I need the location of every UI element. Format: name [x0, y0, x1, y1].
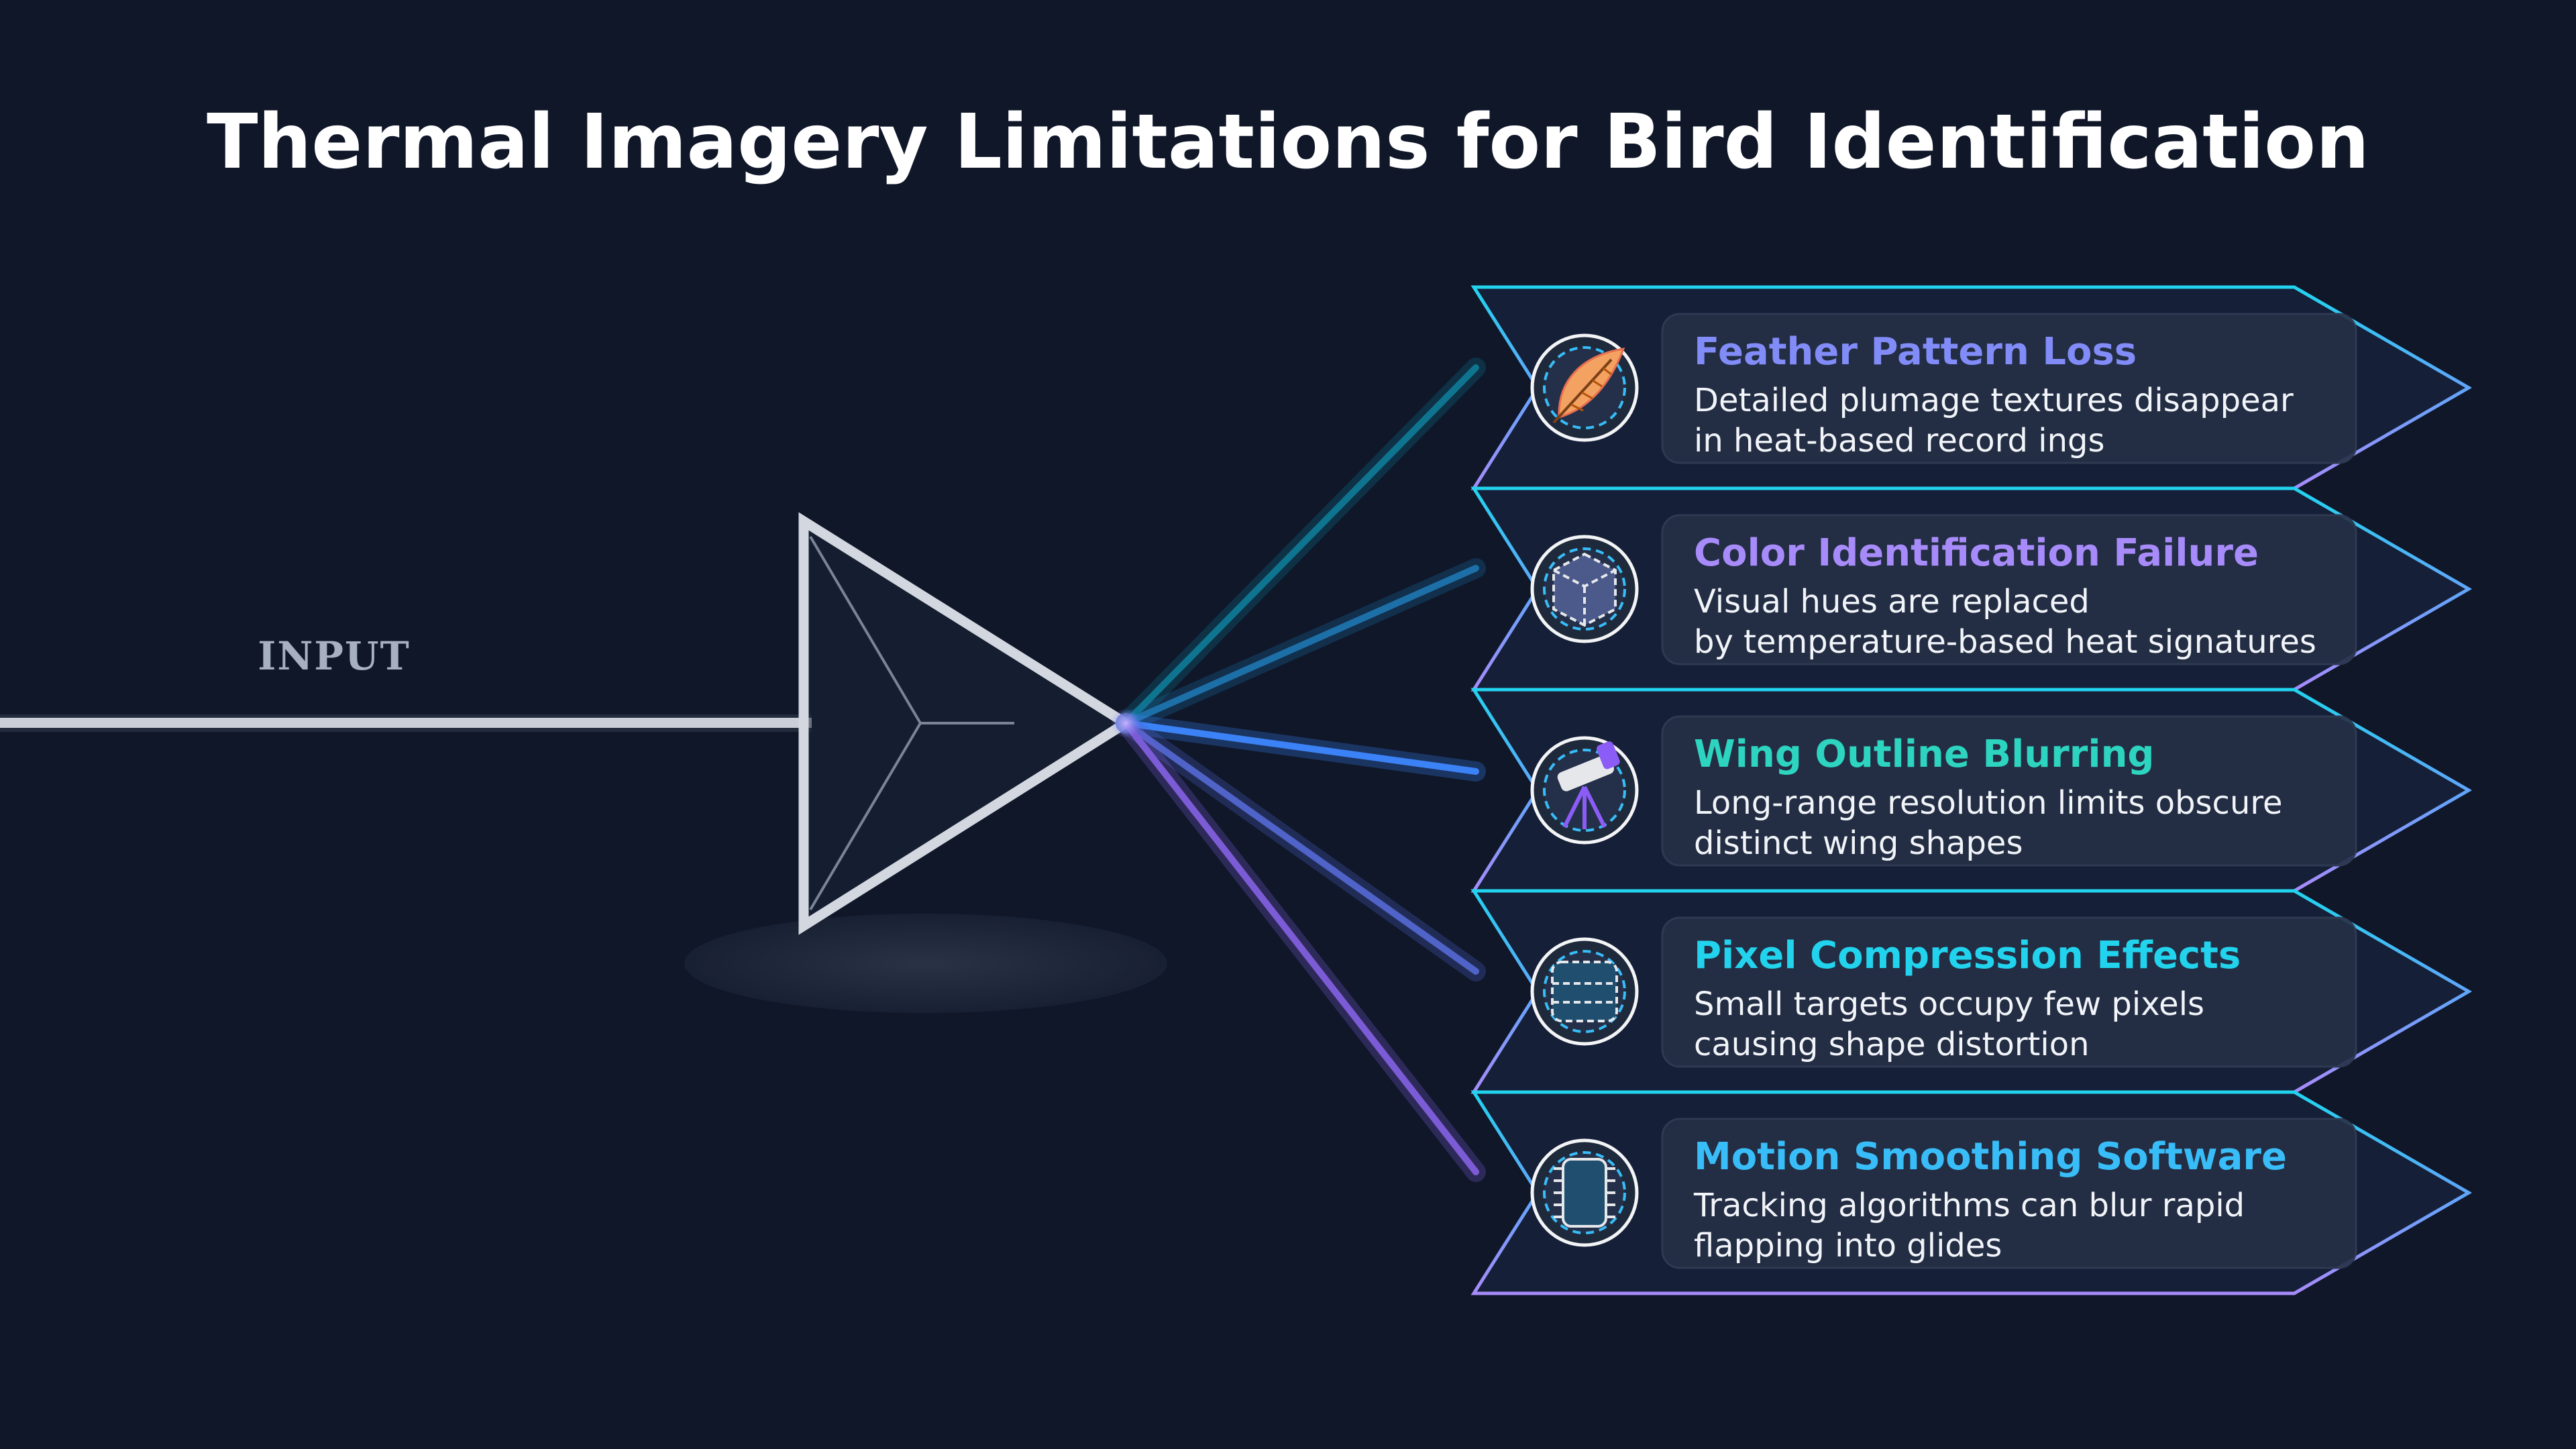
ray-5	[1122, 720, 1479, 1175]
card-description-line-2: in heat-based record ings	[1694, 422, 2105, 460]
card-title: Pixel Compression Effects	[1694, 934, 2241, 977]
card-title: Wing Outline Blurring	[1694, 733, 2155, 776]
card-description-line-1: Tracking algorithms can blur rapid	[1693, 1187, 2245, 1224]
grid-icon	[1530, 937, 1639, 1046]
input-beam	[0, 718, 812, 728]
card-text-panel	[1661, 313, 2357, 464]
card-text-panel	[1661, 1118, 2357, 1269]
cube-icon	[1530, 535, 1639, 643]
prism-focal-point	[1111, 708, 1140, 738]
ray-1	[1122, 364, 1479, 727]
card-description-line-1: Small targets occupy few pixels	[1694, 985, 2204, 1023]
card-description-line-1: Long-range resolution limits obscure	[1694, 784, 2283, 822]
card-description-line-2: by temperature-based heat signatures	[1694, 623, 2316, 661]
ray-2	[1122, 565, 1479, 727]
card-title: Feather Pattern Loss	[1694, 330, 2137, 374]
card-text-panel	[1661, 514, 2357, 665]
telescope-icon	[1530, 736, 1639, 845]
card-title: Color Identification Failure	[1694, 531, 2259, 575]
card-text-panel	[1661, 916, 2357, 1068]
card-title: Motion Smoothing Software	[1694, 1135, 2287, 1179]
card-description-line-2: causing shape distortion	[1694, 1026, 2090, 1063]
ray-4	[1122, 720, 1479, 975]
feather-icon	[1530, 333, 1639, 442]
chip-icon	[1530, 1138, 1639, 1247]
card-description-line-2: flapping into glides	[1694, 1227, 2002, 1265]
ray-group	[1116, 358, 1486, 1182]
page-title: Thermal Imagery Limitations for Bird Ide…	[207, 99, 2369, 186]
input-label: INPUT	[258, 633, 411, 679]
card-description-line-1: Detailed plumage textures disappear	[1694, 382, 2294, 419]
card-text-panel	[1661, 715, 2357, 867]
prism	[798, 512, 1136, 935]
card-description-line-2: distinct wing shapes	[1694, 824, 2023, 862]
ray-3	[1122, 720, 1479, 775]
card-description-line-1: Visual hues are replaced	[1694, 583, 2090, 621]
prism-shadow	[684, 914, 1167, 1013]
